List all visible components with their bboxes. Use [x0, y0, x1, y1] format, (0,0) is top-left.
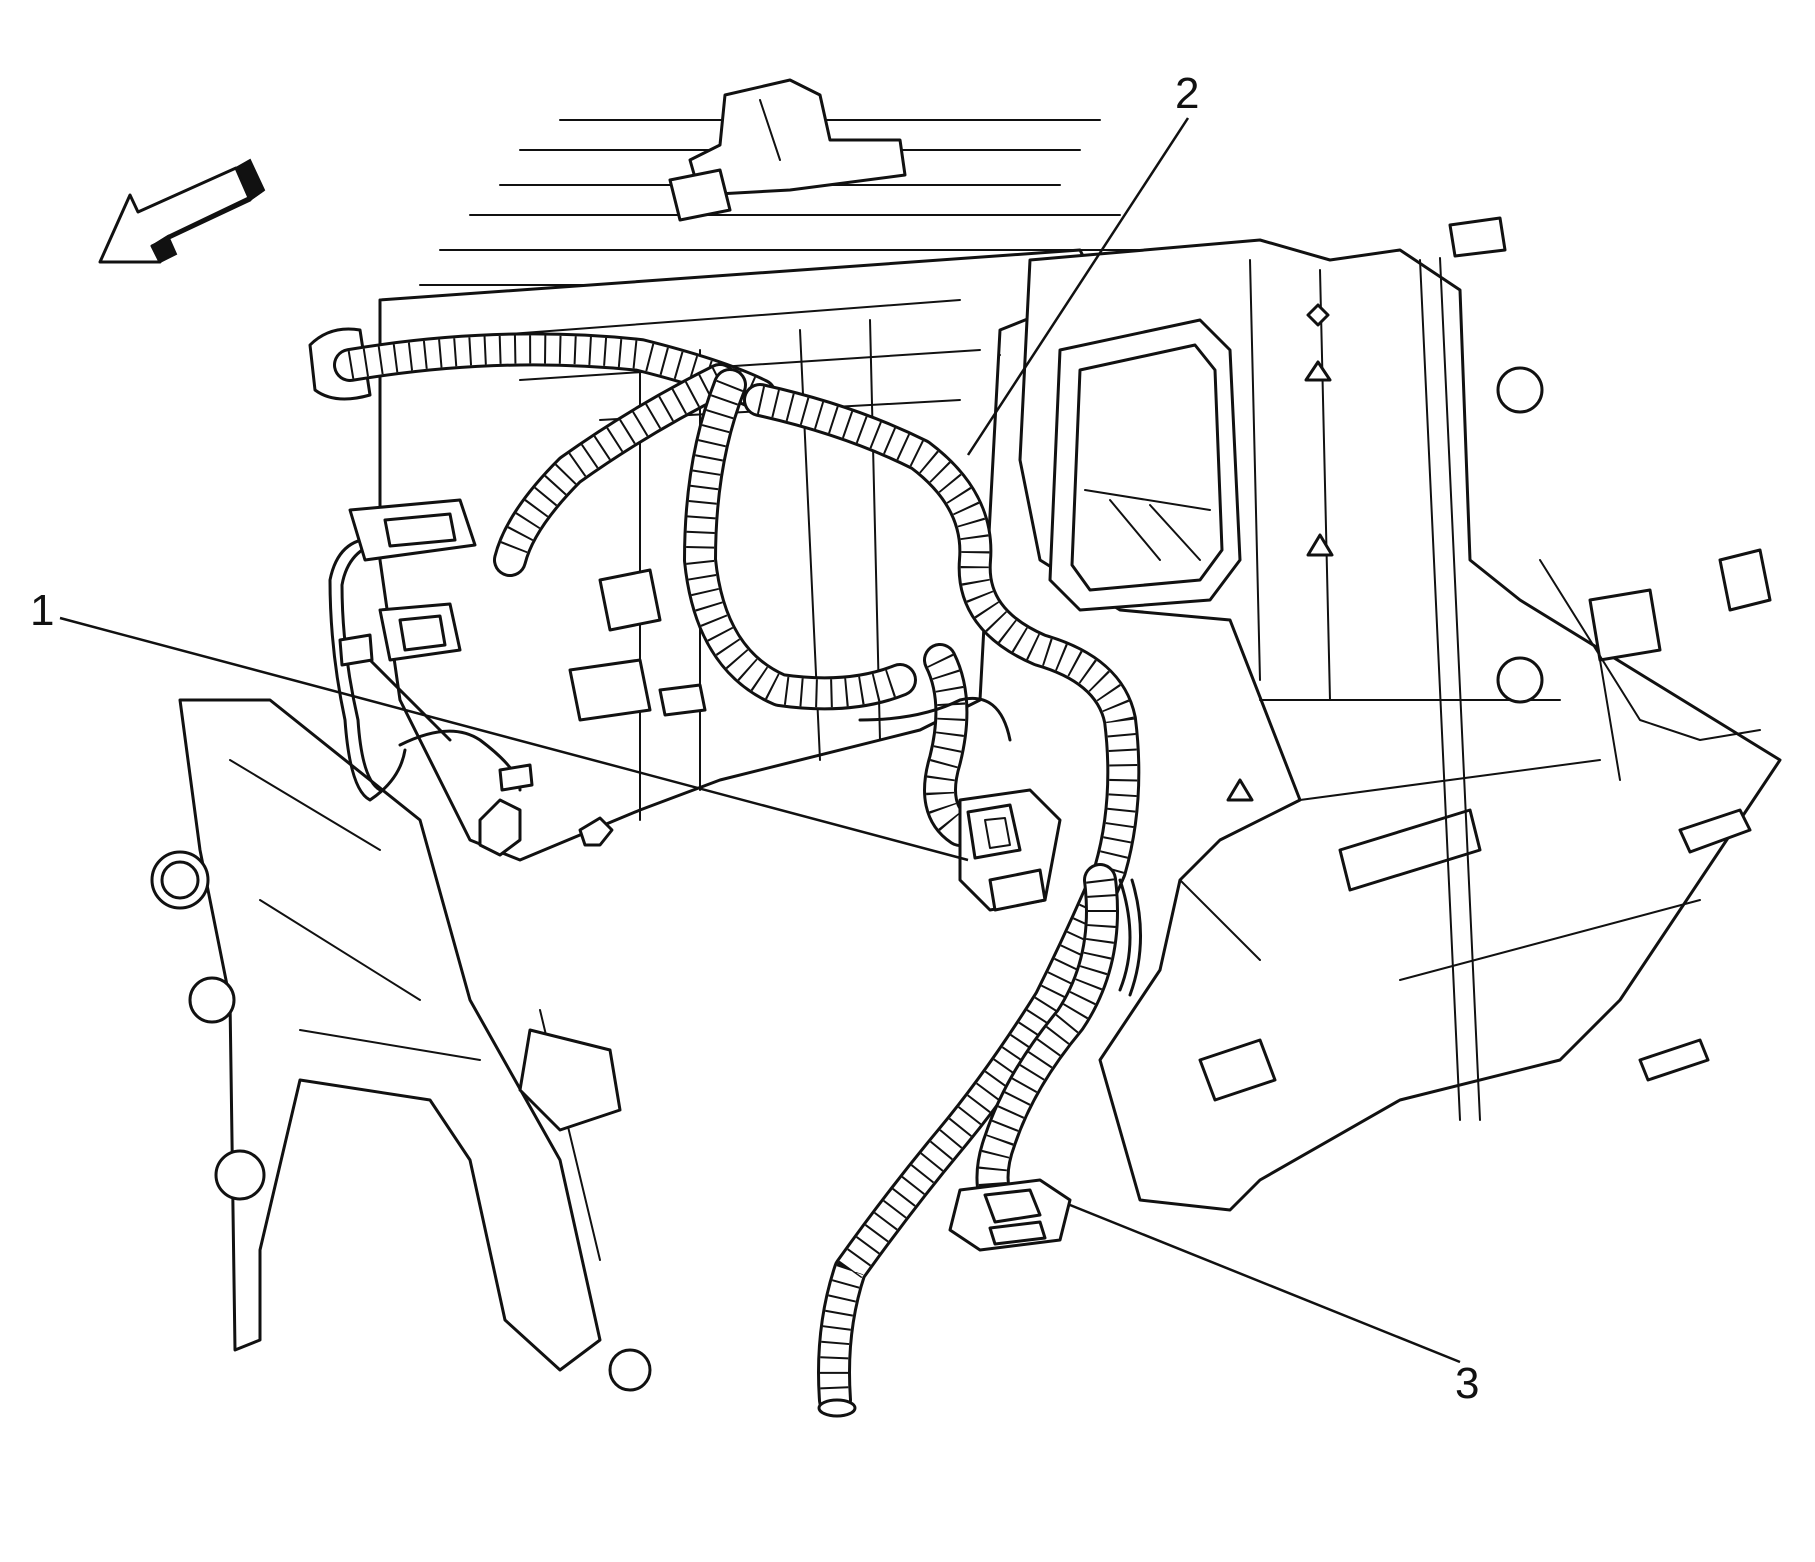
connector-3-branch — [975, 863, 1143, 1227]
callout-3: 3 — [1455, 1359, 1479, 1408]
leader-line-2 — [966, 117, 1190, 456]
callout-leaders — [59, 117, 1461, 1364]
main-wiring-harness — [743, 383, 1141, 1418]
connector-1-branch — [858, 643, 1012, 847]
callout-2: 2 — [1175, 69, 1199, 118]
leader-line-1 — [59, 616, 969, 862]
hvac-module — [1018, 216, 1782, 1212]
connector-3 — [948, 1178, 1072, 1252]
leader-line-3 — [1069, 1203, 1461, 1364]
dash-panel-structure — [150, 78, 1141, 1392]
connector-1 — [958, 788, 1062, 912]
front-direction-arrow-icon — [98, 158, 266, 264]
left-wiring-loom — [328, 498, 707, 802]
callout-1: 1 — [30, 586, 54, 635]
upper-harness-branch — [308, 327, 917, 711]
